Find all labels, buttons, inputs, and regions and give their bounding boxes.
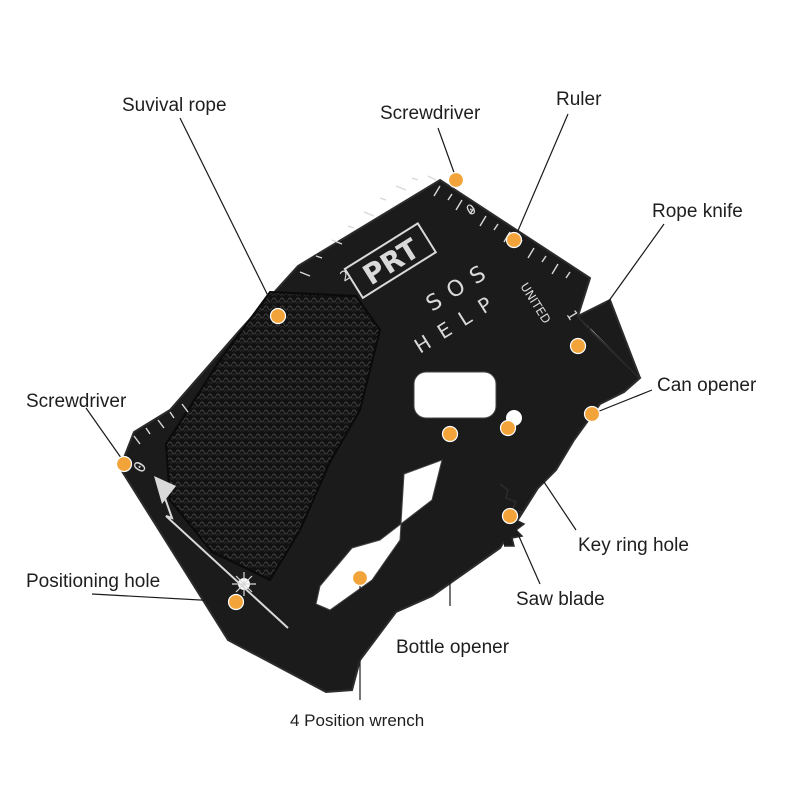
label-survival-rope: Suvival rope <box>122 95 227 116</box>
survival-rope-wrap <box>164 290 382 582</box>
leader-survival-rope <box>179 117 279 317</box>
marker-survival-rope <box>269 307 287 325</box>
label-rope-knife: Rope knife <box>652 201 743 222</box>
leader-can-opener <box>591 389 653 415</box>
marker-saw-blade <box>501 507 519 525</box>
leader-ruler <box>513 113 569 241</box>
marker-can-opener <box>583 405 601 423</box>
label-screwdriver-top: Screwdriver <box>380 103 481 124</box>
marker-screwdriver-left <box>115 455 133 473</box>
ruler-ticks-bottom-left <box>133 403 189 445</box>
marker-key-ring-hole <box>499 419 517 437</box>
leader-key-ring-hole <box>507 427 577 531</box>
bottle-opener-cutout <box>413 371 497 419</box>
leader-lines <box>85 113 665 700</box>
label-four-position-wrench: 4 Position wrench <box>290 711 425 730</box>
marker-rope-knife <box>569 337 587 355</box>
card-direction-arrow <box>159 483 289 629</box>
leader-rope-knife <box>577 223 665 345</box>
positioning-hole-sparkle <box>232 572 256 596</box>
marker-ruler <box>505 231 523 249</box>
marker-positioning-hole <box>227 593 245 611</box>
label-positioning-hole: Positioning hole <box>26 571 161 592</box>
leader-saw-blade <box>509 515 541 585</box>
marker-four-position-wrench <box>351 569 369 587</box>
card-direction-arrowhead <box>154 476 176 504</box>
marker-bottle-opener <box>441 425 459 443</box>
label-bottle-opener: Bottle opener <box>396 637 510 658</box>
wrench-slot-cutout <box>315 459 443 611</box>
leader-screwdriver-left <box>85 407 125 463</box>
marker-screwdriver-top <box>447 171 465 189</box>
callout-markers <box>115 171 601 611</box>
leader-screwdriver-top <box>437 127 457 179</box>
ruler-ticks-left <box>299 175 437 277</box>
leader-positioning-hole <box>91 593 237 603</box>
label-can-opener: Can opener <box>657 375 757 396</box>
label-saw-blade: Saw blade <box>516 589 605 610</box>
label-ruler: Ruler <box>556 89 602 110</box>
label-screwdriver-left: Screwdriver <box>26 391 127 412</box>
label-key-ring-hole: Key ring hole <box>578 535 689 556</box>
